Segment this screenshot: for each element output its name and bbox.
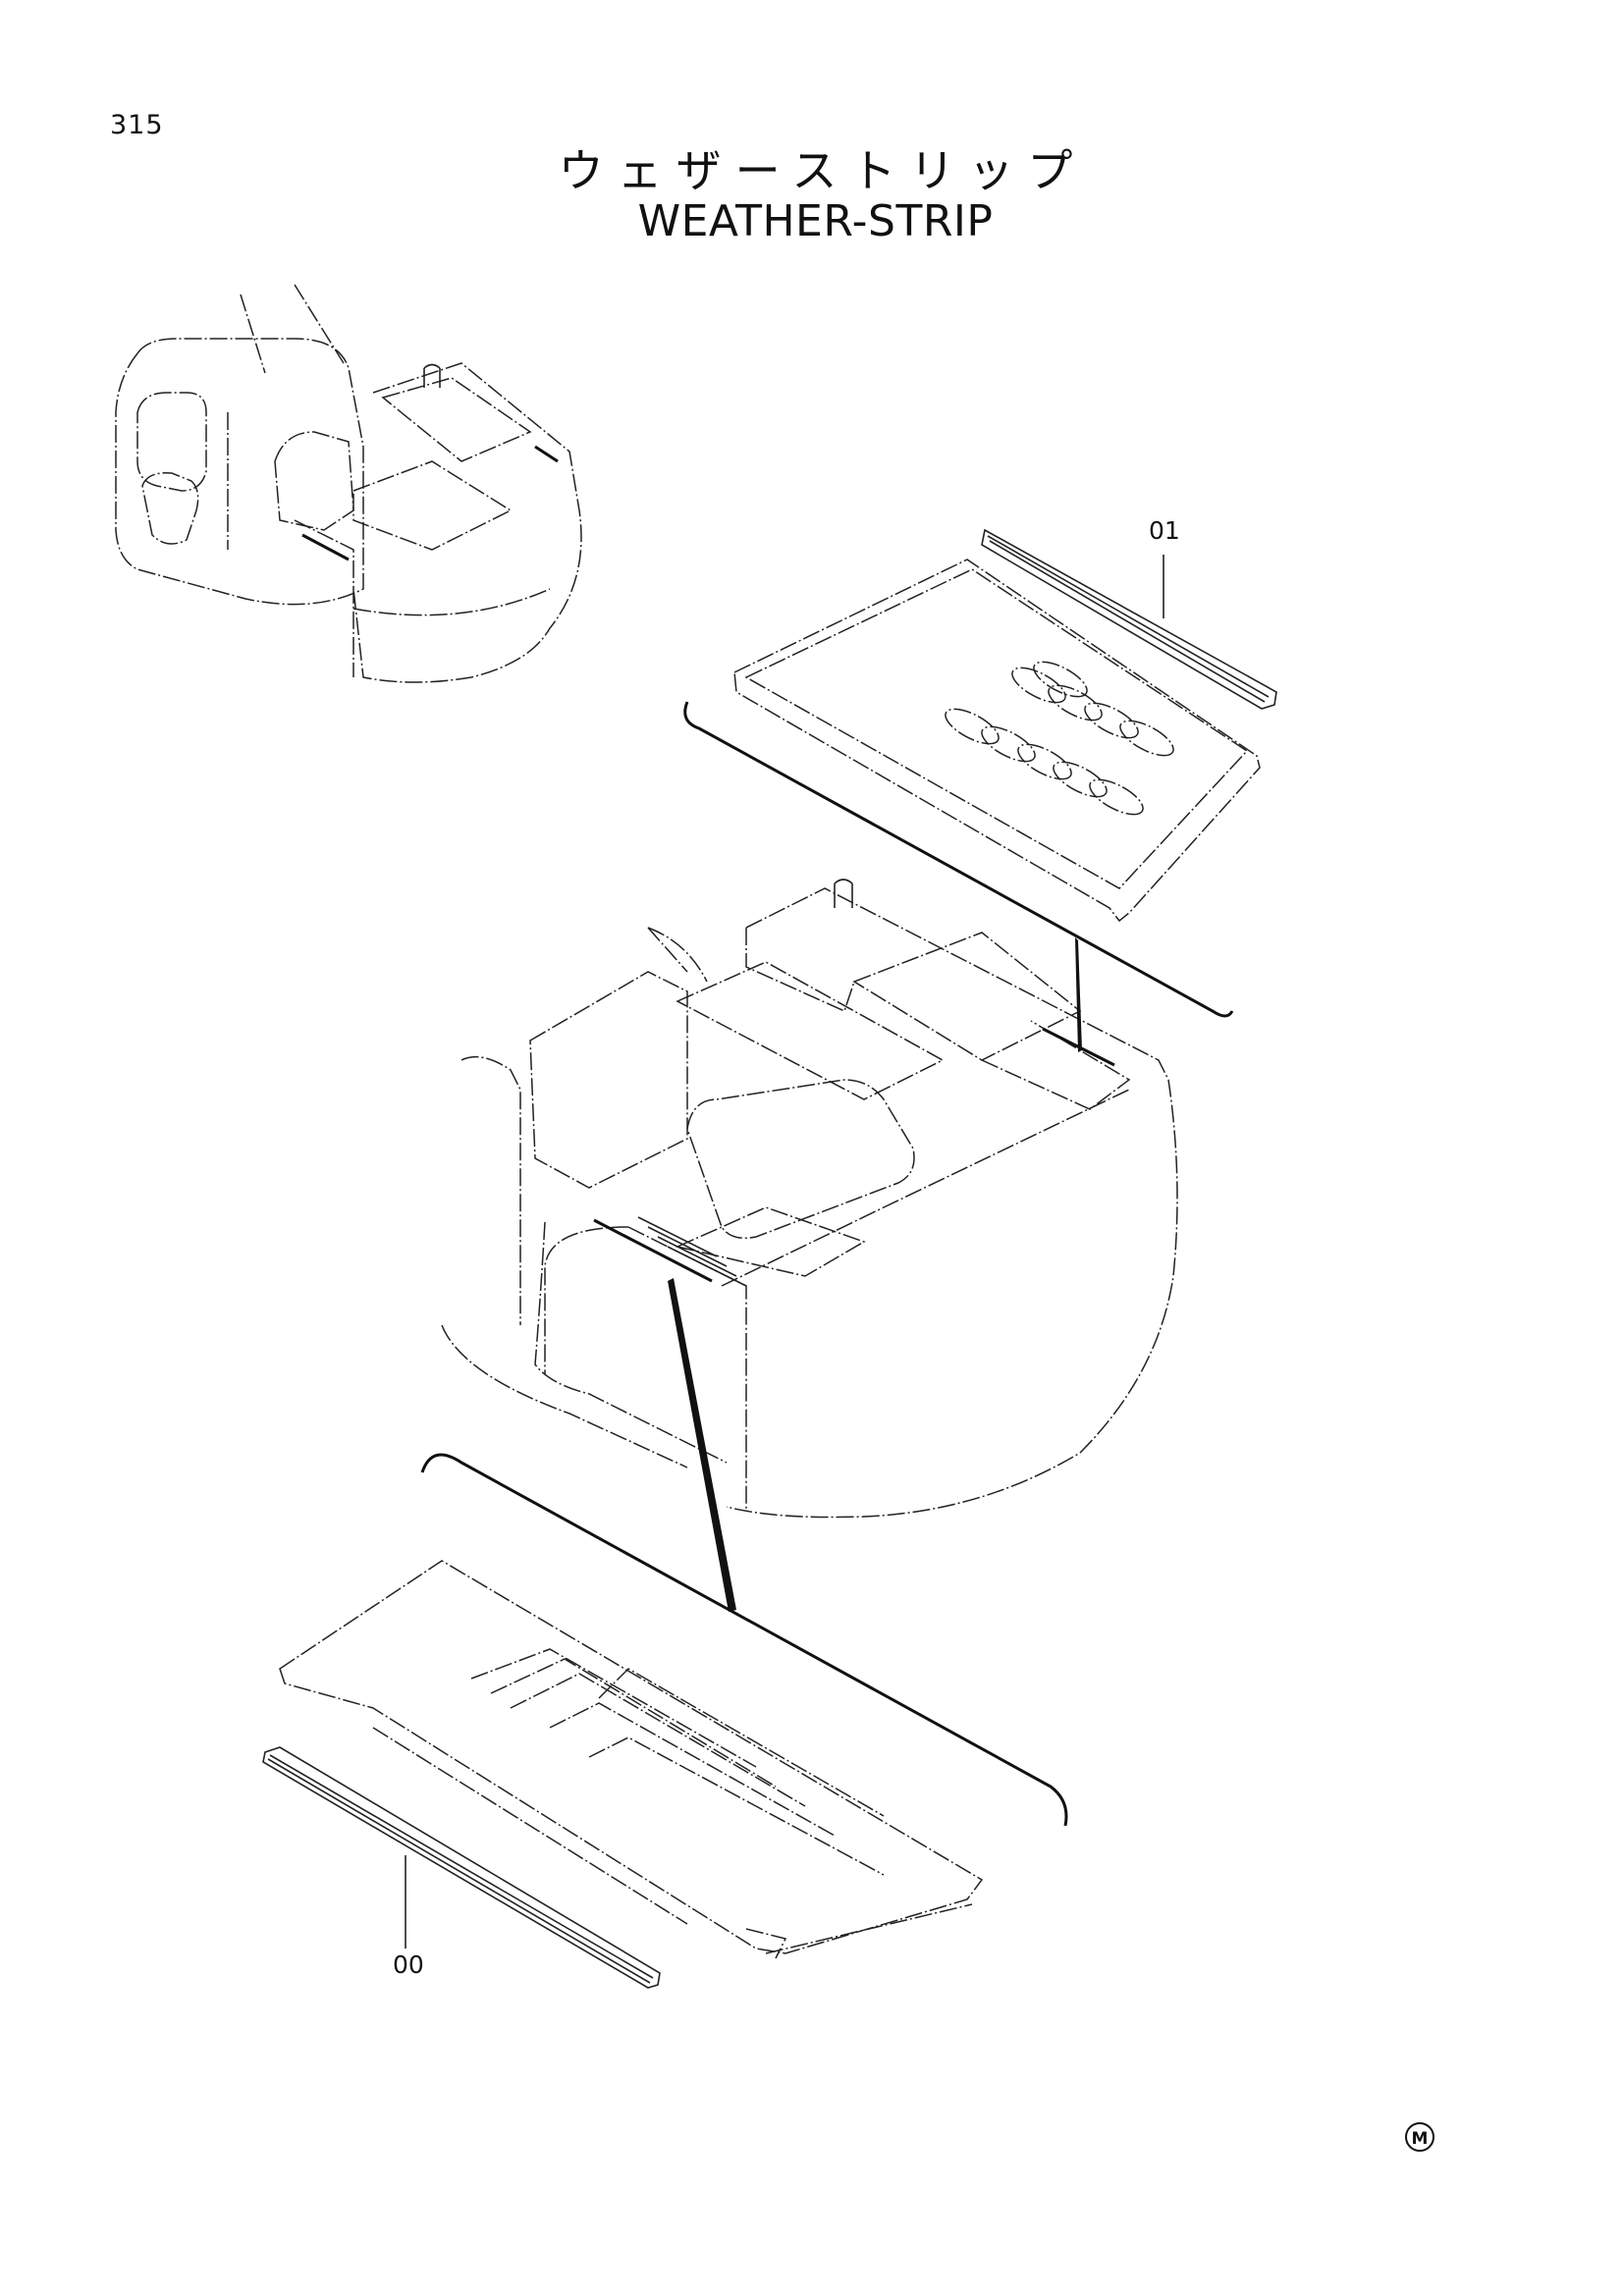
page-number: 315 [110, 110, 164, 140]
title-japanese: ウェザーストリップ [558, 144, 1087, 197]
upper-boundary-arc [683, 701, 1234, 1018]
overview-excavator [115, 284, 582, 683]
weather-strip-lower[interactable] [262, 1746, 661, 1989]
lower-boundary-arc [420, 1453, 1068, 1827]
callout-01: 01 [1149, 516, 1180, 545]
upper-cover-panel [733, 559, 1261, 923]
lower-cover-panel [279, 1560, 984, 1959]
machine-body [441, 879, 1178, 1519]
connector-lower [668, 1278, 736, 1612]
title-english: WEATHER-STRIP [637, 196, 994, 246]
connector-upper [1075, 937, 1082, 1052]
manufacturer-mark: M [1405, 2122, 1434, 2152]
callout-00: 00 [393, 1950, 424, 1979]
weather-strip-upper[interactable] [981, 528, 1277, 710]
